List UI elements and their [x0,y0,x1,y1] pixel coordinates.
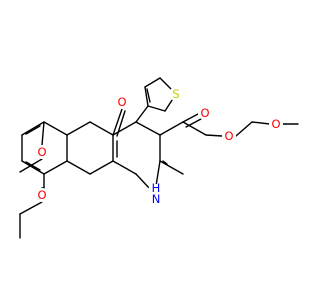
atom-label-n: N [152,192,161,206]
bond-line-4 [144,77,161,88]
bond-line-39 [25,125,41,135]
bond-line-12 [112,160,137,175]
bond-line-38 [25,161,41,171]
atom-label-o-ester: O [224,129,233,143]
bond-line-17 [116,110,126,137]
bond-line-6 [135,105,149,123]
atom-label-o-methoxy: O [37,145,46,159]
bond-lines [19,77,299,239]
bond-line-14 [135,173,151,190]
bond-line-36 [43,121,68,136]
atom-label-o-ethoxy: O [37,188,46,202]
bond-line-41 [19,158,43,173]
bond-line-2 [147,105,166,112]
bond-line-10 [112,121,137,136]
bond-line-22 [89,160,114,175]
bond-line-18 [89,121,114,136]
atom-o-ester-carbonyl: O [198,106,212,120]
bond-line-19 [66,121,91,136]
bond-line-27 [182,121,207,136]
bond-line-15 [162,160,168,165]
bond-line-16 [112,108,123,136]
atom-label-o-ester-carbonyl: O [200,106,209,120]
bond-line-43 [19,201,43,215]
atom-o-ethoxy: O [35,188,49,202]
bond-line-5 [146,88,151,103]
bond-line-33 [21,160,45,175]
atom-label-h: H [152,181,161,195]
atom-s-thiophene: S [169,87,183,101]
bond-line-26 [185,118,202,128]
bond-line-9 [155,160,161,187]
atom-label-s-thiophene: S [172,87,179,101]
chemical-structure-diagram: O S O O O O O H N [19,77,299,239]
bond-line-40 [41,121,45,146]
bond-line-32 [43,160,68,175]
bond-line-25 [182,113,199,123]
atom-o-ketone: O [115,95,129,109]
atom-label-o-ketone: O [117,95,126,109]
bond-line-30 [251,121,271,125]
atom-o-methoxy: O [35,145,49,159]
bond-line-23 [159,160,184,175]
bond-line-3 [144,86,149,107]
bond-line-24 [159,121,184,136]
atom-label-o-ether: O [271,117,280,131]
bond-line-35 [21,121,45,136]
bond-line-28 [205,134,223,137]
atom-labels: O S O O O O O H N [35,87,283,206]
atom-nh: H N [147,181,165,206]
atom-o-ester: O [222,129,236,143]
bond-line-29 [235,121,253,137]
atom-o-ether: O [269,117,283,131]
bond-line-7 [135,121,161,136]
bond-line-21 [66,160,91,175]
